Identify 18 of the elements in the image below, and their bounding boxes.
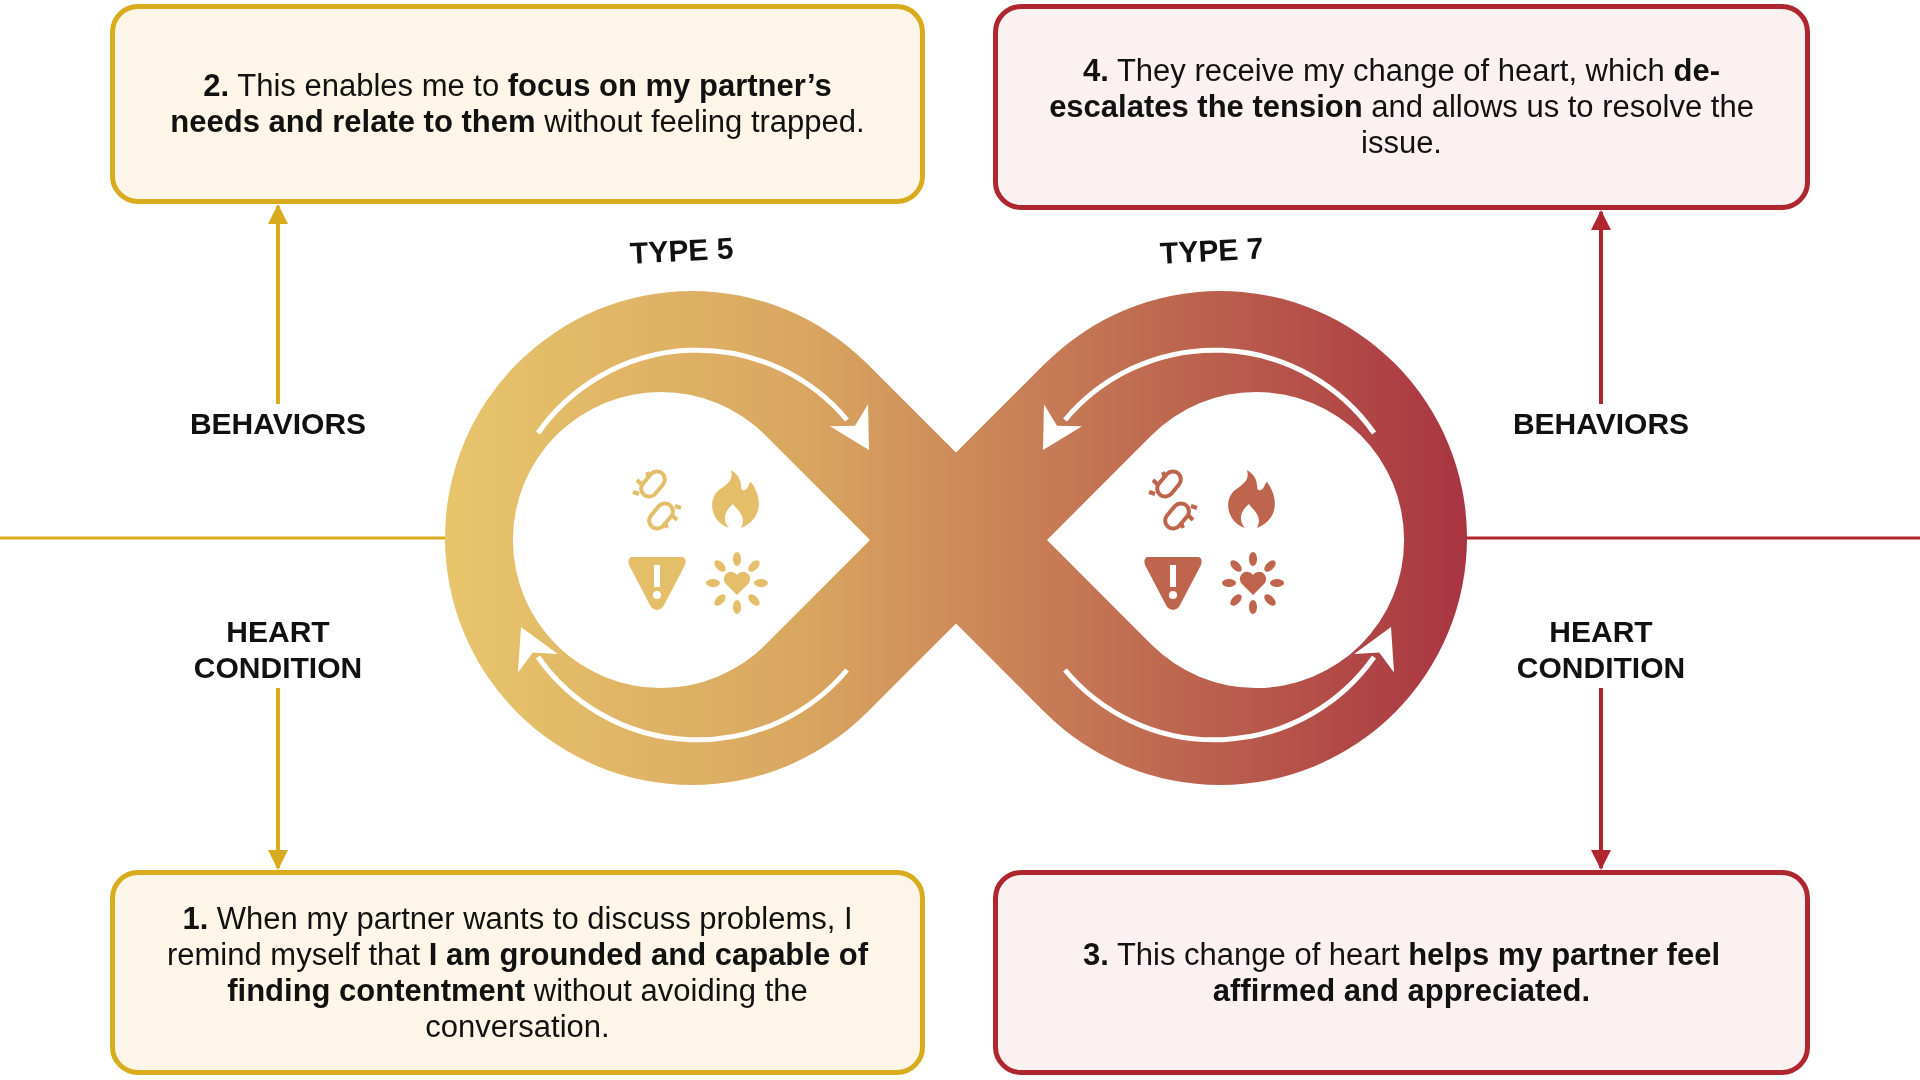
type-label: TYPE 5 (629, 231, 735, 271)
step-text: 4. They receive my change of heart, which de-escalates the tension and allows us to resolve the issue. (1048, 53, 1755, 161)
step-text: 1. When my partner wants to discuss problems, I remind myself that I am grounded and capable of finding contentment without avoiding the conversation. (165, 900, 870, 1045)
section-label: BEHAVIORS (1471, 406, 1731, 442)
step-text: 2. This enables me to focus on my partner’s needs and relate to them without feeling trapped. (169, 68, 866, 140)
step-card (110, 4, 925, 204)
section-label: BEHAVIORS (148, 406, 408, 442)
arrow (1591, 210, 1611, 404)
step-card (110, 870, 925, 1075)
section-label: HEART CONDITION (1471, 614, 1731, 686)
step-card (993, 4, 1810, 210)
arrow (268, 688, 288, 870)
step-card (993, 870, 1810, 1075)
type-label: TYPE 7 (1159, 231, 1265, 271)
section-label: HEART CONDITION (148, 614, 408, 686)
arrow (1591, 688, 1611, 870)
step-text: 3. This change of heart helps my partner feel affirmed and appreciated. (1082, 936, 1721, 1009)
arrow (268, 204, 288, 404)
